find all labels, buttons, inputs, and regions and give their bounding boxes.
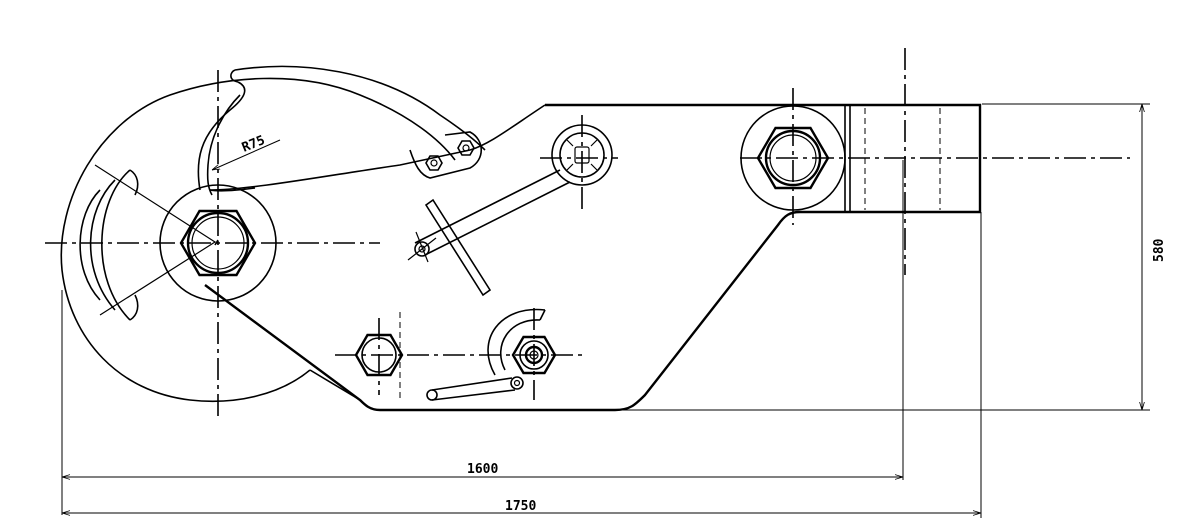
latch-lug: [409, 131, 483, 179]
radius-annotation: R75: [212, 133, 281, 170]
side-plate: [204, 103, 982, 412]
latch-arm: [407, 169, 571, 297]
dimension-580: 580: [620, 103, 1167, 411]
center-lines: [45, 48, 1130, 420]
dimension-580-label: 580: [1152, 238, 1167, 262]
dimension-1750: 1750: [62, 212, 982, 518]
dimension-1750-label: 1750: [505, 499, 536, 514]
radius-label: R75: [240, 133, 267, 156]
hook-nose-curves: [79, 164, 217, 321]
hook-body: [60, 65, 546, 403]
dimension-1600-label: 1600: [467, 462, 498, 477]
dimension-1600: 1600: [61, 160, 904, 515]
